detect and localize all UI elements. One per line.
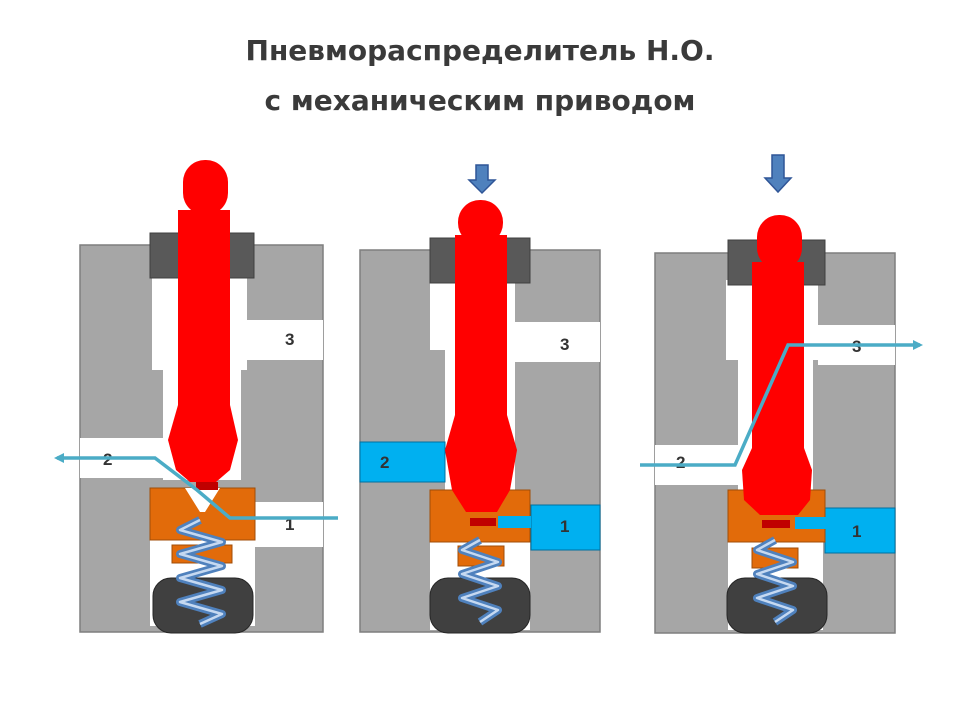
valve-panel-pressed: 3 2 1	[640, 154, 923, 634]
plunger-head	[757, 215, 802, 270]
slide-title-line-1: Пневмораспределитель Н.О.	[245, 34, 715, 67]
port-label-1: 1	[560, 517, 569, 536]
port-1-highlight	[530, 504, 601, 551]
plunger-stem	[455, 235, 507, 420]
plunger-bulb	[445, 415, 517, 512]
slide-title-line-2: с механическим приводом	[264, 84, 696, 117]
plunger-tip	[196, 482, 218, 490]
plunger-head	[458, 200, 503, 245]
port-2-highlight	[359, 441, 446, 483]
port-label-1: 1	[852, 522, 861, 541]
plunger-stem	[752, 262, 804, 452]
plunger-tip	[470, 518, 496, 526]
port-label-2: 2	[676, 453, 685, 472]
plunger-stem	[178, 210, 230, 410]
port-label-3: 3	[285, 330, 294, 349]
valve-panel-rest: 3 2 1	[54, 160, 338, 634]
flow-arrow	[640, 340, 923, 467]
port-label-3: 3	[560, 335, 569, 354]
plunger-tip	[762, 520, 790, 528]
port-label-2: 2	[380, 453, 389, 472]
plunger-head	[183, 160, 228, 215]
press-arrow-icon	[467, 164, 497, 195]
port-1-highlight	[824, 507, 896, 554]
press-arrow-icon	[763, 154, 793, 194]
plunger-bulb	[742, 448, 812, 515]
flow-arrow	[54, 453, 338, 520]
port-label-1: 1	[285, 515, 294, 534]
plunger-bulb	[168, 405, 238, 482]
valve-panel-mid-stroke: 3 2 1	[359, 164, 601, 634]
